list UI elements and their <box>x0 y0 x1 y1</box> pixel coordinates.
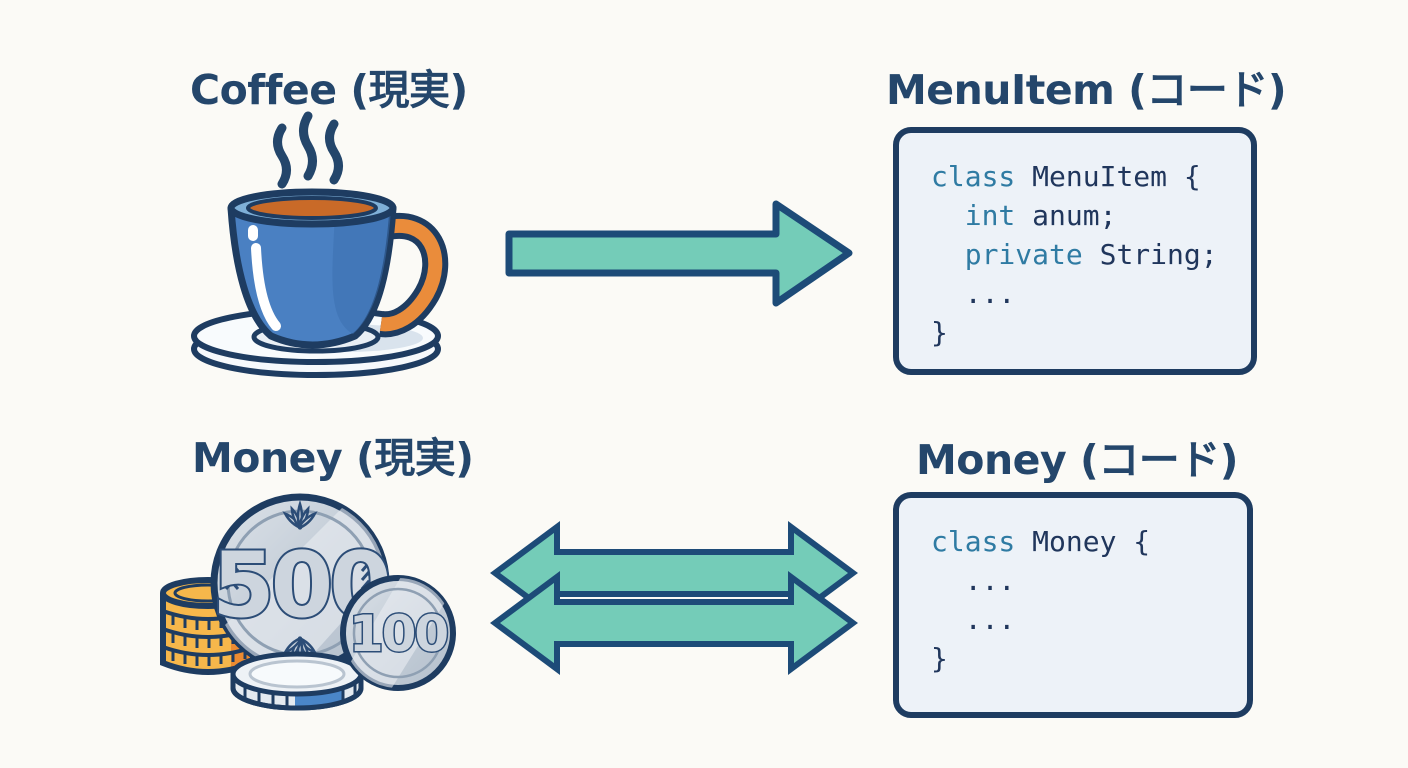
code-line: ... <box>931 603 1016 636</box>
code-line: class Money { <box>931 525 1151 558</box>
coffee-surface <box>246 196 378 220</box>
title-coffee-real: Coffee (現実) <box>190 66 468 114</box>
title-money-code: Money (コード) <box>916 436 1238 484</box>
cup-shade <box>332 210 391 334</box>
cup-handle-icon <box>379 213 449 338</box>
steam-icon <box>273 111 343 189</box>
silver-coin-stack-icon <box>230 651 364 711</box>
menuitem-code-block: class MenuItem { int anum; private Strin… <box>893 127 1257 375</box>
cup-highlight <box>251 243 281 331</box>
code-line: ... <box>931 564 1016 597</box>
code-line: ... <box>931 277 1016 310</box>
coin-100-icon: 100 <box>340 575 456 691</box>
code-line: class MenuItem { <box>931 160 1201 193</box>
yen-coins-icon: 500 100 <box>160 493 456 711</box>
mapping-arrow-right-icon <box>505 200 853 307</box>
code-line: int anum; <box>964 199 1117 232</box>
code-line: private String; <box>964 238 1218 271</box>
coin-100-value: 100 <box>349 605 448 663</box>
title-money-real: Money (現実) <box>192 434 474 482</box>
code-line: } <box>931 316 948 349</box>
bidirectional-arrows-icon <box>490 521 858 675</box>
money-code-block: class Money { ... ...} <box>893 492 1253 718</box>
code-line: } <box>931 642 948 675</box>
coffee-cup-icon <box>191 111 449 378</box>
title-menuitem-code: MenuItem (コード) <box>886 66 1287 114</box>
